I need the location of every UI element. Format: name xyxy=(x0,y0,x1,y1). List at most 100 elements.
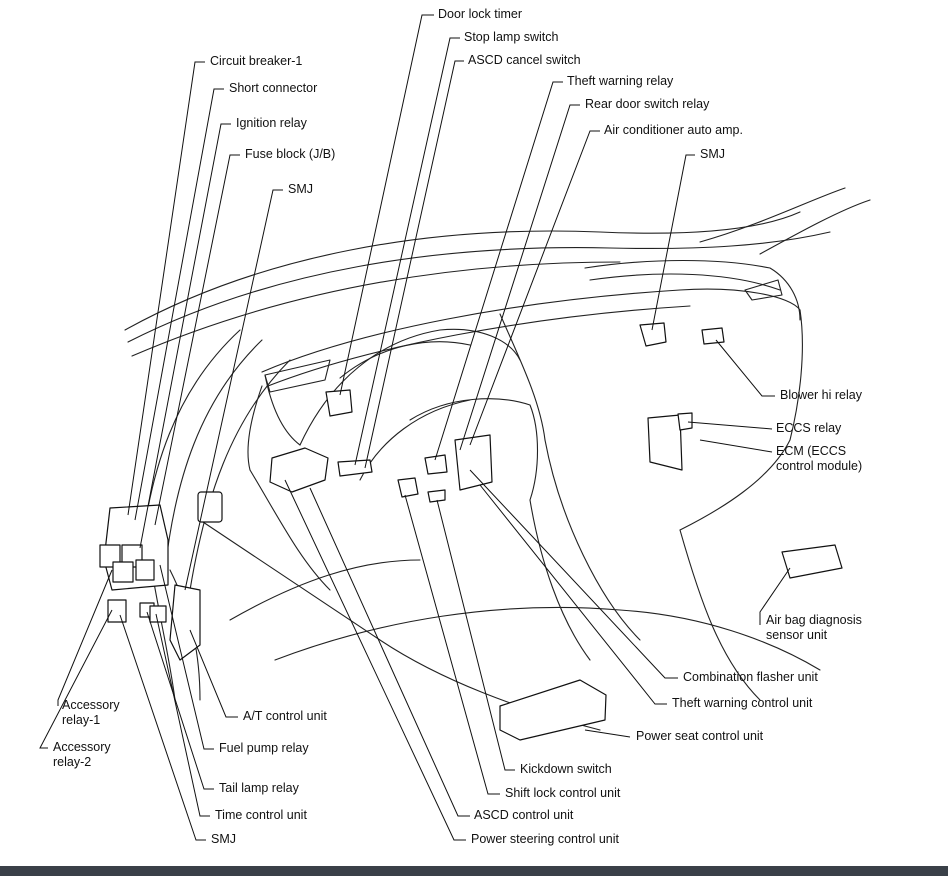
label-kickdown-switch: Kickdown switch xyxy=(520,762,612,776)
center-stack xyxy=(409,398,539,501)
leader-lines xyxy=(39,14,791,841)
leader-rear-door-relay xyxy=(459,104,580,451)
label-ascd-cancel-switch: ASCD cancel switch xyxy=(468,53,581,67)
bottom-bar xyxy=(0,866,948,876)
label-rear-door-switch-relay: Rear door switch relay xyxy=(585,97,710,111)
windshield-line-1 xyxy=(124,211,801,331)
power-steering-part xyxy=(269,447,329,493)
tunnel-line xyxy=(544,439,641,641)
leader-power-steering xyxy=(284,479,466,841)
label-shift-lock-control-unit: Shift lock control unit xyxy=(505,786,621,800)
right-floor xyxy=(679,529,761,701)
label-air-bag-diagnosis: Air bag diagnosis sensor unit xyxy=(766,613,862,642)
blower-relay-part xyxy=(701,327,725,345)
label-fuel-pump-relay: Fuel pump relay xyxy=(219,741,309,755)
label-eccs-relay: ECCS relay xyxy=(776,421,842,435)
relay-block-4 xyxy=(135,559,155,581)
label-smj-left-top: SMJ xyxy=(288,182,313,196)
leader-air-bag xyxy=(759,567,791,625)
accessory-relay-part xyxy=(107,599,127,623)
windshield-line-3 xyxy=(131,261,621,357)
roof-edge-2 xyxy=(759,199,871,255)
leader-combination-flasher xyxy=(469,469,678,679)
leader-kickdown xyxy=(436,499,515,771)
cluster-hood-left xyxy=(264,374,301,446)
label-smj-bottom: SMJ xyxy=(211,832,236,846)
label-theft-warning-control-unit: Theft warning control unit xyxy=(672,696,813,710)
label-door-lock-timer: Door lock timer xyxy=(438,7,523,21)
leader-fuse-block xyxy=(154,154,240,526)
leader-shift-lock xyxy=(404,494,500,795)
leader-ascd-control xyxy=(309,487,470,817)
components xyxy=(99,322,843,741)
leader-accessory-relay-2 xyxy=(39,609,113,749)
smj-right-part xyxy=(639,322,667,347)
leader-smj-right xyxy=(651,154,695,331)
leader-at-control xyxy=(189,629,238,718)
dash-right-contour xyxy=(679,309,803,531)
theft-relay-part xyxy=(424,454,448,475)
label-circuit-breaker-1: Circuit breaker-1 xyxy=(210,54,303,68)
windshield-line-2 xyxy=(127,231,831,343)
leader-circuit-breaker xyxy=(127,61,205,516)
leader-door-lock-timer xyxy=(339,14,434,396)
label-ecm: ECM (ECCS control module) xyxy=(776,444,863,473)
leader-ascd-cancel xyxy=(364,60,464,469)
label-stop-lamp-switch: Stop lamp switch xyxy=(464,30,559,44)
door-lock-timer-part xyxy=(325,389,353,417)
center-stack-left xyxy=(359,399,471,481)
tunnel-line-2 xyxy=(529,499,591,661)
door-line xyxy=(189,359,291,591)
kickdown-part xyxy=(427,489,446,503)
eccs-relay-part xyxy=(677,412,693,431)
leader-smj-bottom xyxy=(119,614,206,841)
label-short-connector: Short connector xyxy=(229,81,318,95)
label-tail-lamp-relay: Tail lamp relay xyxy=(219,781,299,795)
shift-lock-part xyxy=(397,477,419,498)
smj-left-part xyxy=(197,491,223,523)
label-time-control-unit: Time control unit xyxy=(215,808,307,822)
label-ignition-relay: Ignition relay xyxy=(236,116,307,130)
leader-theft-relay xyxy=(434,81,563,461)
leader-theft-control xyxy=(479,484,667,705)
leader-tail-lamp xyxy=(146,611,214,790)
label-power-steering-control-unit: Power steering control unit xyxy=(471,832,619,846)
leader-ecm xyxy=(699,439,773,453)
glovebox-lower xyxy=(589,273,781,291)
at-control-part xyxy=(169,584,201,661)
air-bag-unit-part xyxy=(781,544,843,579)
ecm-part xyxy=(647,414,683,471)
label-ascd-control-unit: ASCD control unit xyxy=(474,808,574,822)
leader-stop-lamp xyxy=(354,37,460,466)
steering-column xyxy=(249,469,331,591)
leader-eccs-relay xyxy=(687,421,773,430)
floor-line-2 xyxy=(229,559,421,621)
label-accessory-relay-2: Accessory relay-2 xyxy=(53,740,111,769)
leader-blower-relay xyxy=(715,339,775,397)
label-accessory-relay-1: Accessory relay-1 xyxy=(62,698,120,727)
label-air-conditioner-auto-amp: Air conditioner auto amp. xyxy=(604,123,743,137)
vent-right xyxy=(744,279,783,301)
label-blower-hi-relay: Blower hi relay xyxy=(780,388,862,402)
leader-aircon-amp xyxy=(469,130,600,446)
label-theft-warning-relay: Theft warning relay xyxy=(567,74,674,88)
dash-top xyxy=(261,288,801,373)
leader-time-control xyxy=(155,613,210,817)
stop-lamp-part xyxy=(337,459,373,477)
floor-line xyxy=(274,606,821,671)
speaker-left xyxy=(264,359,331,393)
dash-lower-left xyxy=(247,385,263,471)
leader-smj-left xyxy=(184,189,283,591)
power-seat-part xyxy=(499,679,607,741)
leader-ignition-relay xyxy=(139,123,231,549)
center-console-top xyxy=(499,313,546,441)
theft-control-part xyxy=(454,434,493,491)
leader-fuel-pump xyxy=(159,564,214,750)
leader-short-connector xyxy=(134,88,224,521)
a-pillar-inner xyxy=(164,339,263,571)
label-power-seat-control-unit: Power seat control unit xyxy=(636,729,764,743)
label-smj-right: SMJ xyxy=(700,147,725,161)
relay-block-3 xyxy=(112,561,134,583)
cluster-hood-inner xyxy=(339,341,471,379)
